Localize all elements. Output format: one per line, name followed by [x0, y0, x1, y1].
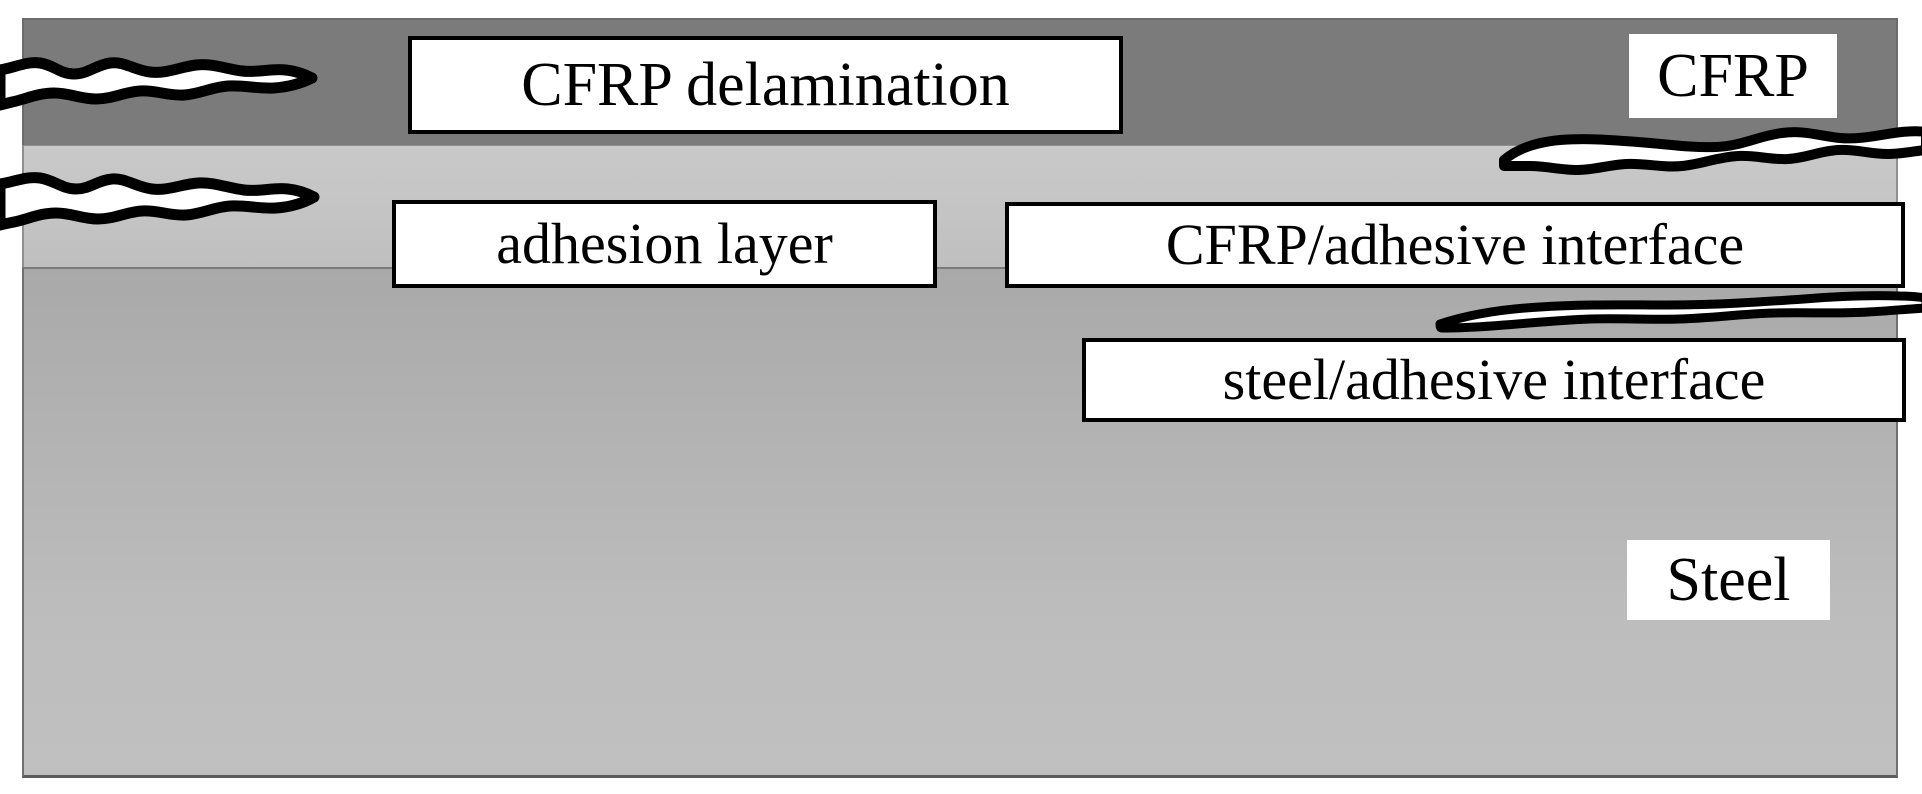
label-cfrp-delamination: CFRP delamination [408, 36, 1123, 134]
label-cfrp-adhesive-interface: CFRP/adhesive interface [1005, 202, 1905, 288]
label-steel-adhesive-interface: steel/adhesive interface [1082, 338, 1906, 422]
label-steel: Steel [1627, 540, 1830, 620]
label-cfrp: CFRP [1629, 34, 1837, 118]
label-adhesion-layer: adhesion layer [392, 200, 937, 288]
